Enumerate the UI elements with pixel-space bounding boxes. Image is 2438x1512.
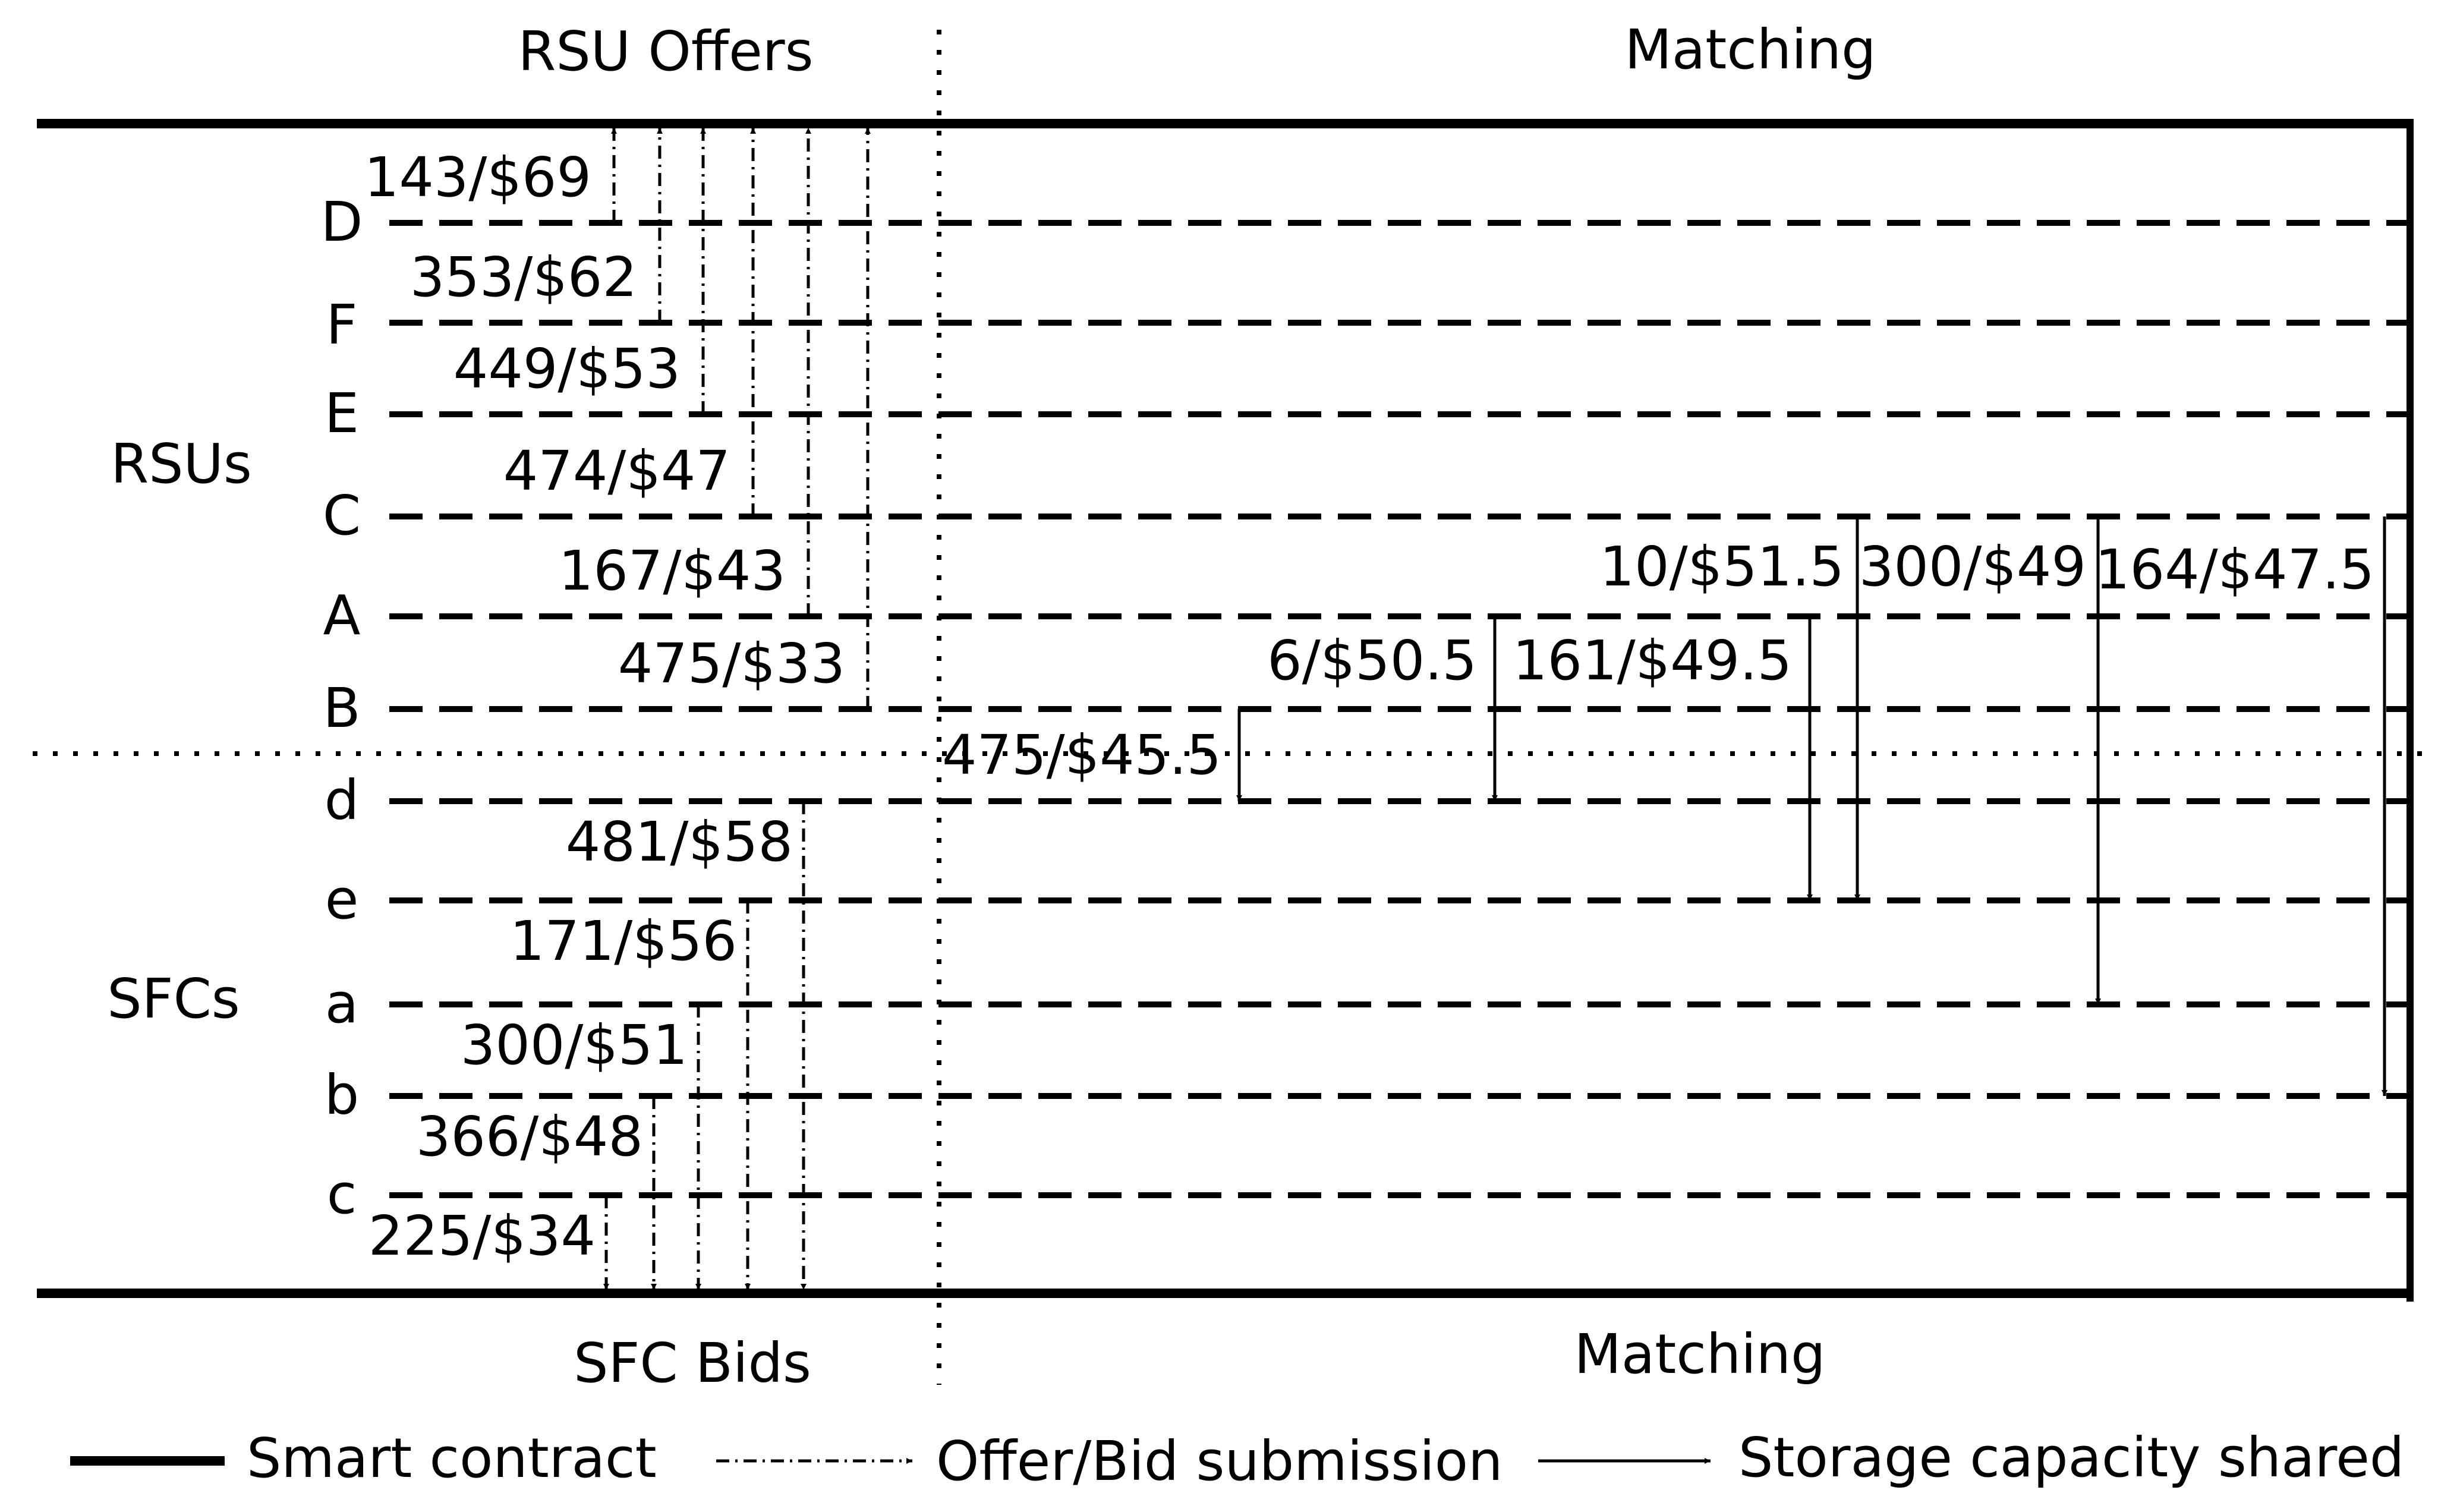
header-matching-bottom: Matching: [1574, 1322, 1826, 1386]
sfc-bid-arrows: 225/$34 366/$48 300/$51 171/$56 481/$58: [368, 801, 807, 1290]
match-label-A-e: 161/$49.5: [1513, 629, 1792, 692]
header-rsu-offers: RSU Offers: [518, 20, 813, 83]
row-label-C: C: [323, 484, 361, 547]
row-label-A: A: [323, 584, 361, 647]
legend-offer-bid-label: Offer/Bid submission: [936, 1429, 1503, 1493]
row-label-a: a: [325, 972, 358, 1035]
bid-label-b: 366/$48: [416, 1105, 643, 1168]
match-label-B-d: 475/$45.5: [942, 723, 1221, 787]
bid-label-e: 171/$56: [510, 909, 737, 973]
legend: Smart contract Offer/Bid submission Stor…: [70, 1426, 2404, 1493]
bid-label-a: 300/$51: [461, 1013, 688, 1077]
bid-label-c: 225/$34: [368, 1204, 596, 1268]
group-label-sfcs: SFCs: [107, 967, 240, 1031]
row-label-B: B: [323, 676, 360, 740]
match-label-C-a: 300/$49: [1859, 535, 2086, 598]
offer-label-F: 353/$62: [410, 245, 637, 309]
legend-storage-label: Storage capacity shared: [1738, 1426, 2404, 1489]
row-label-c: c: [327, 1163, 357, 1226]
bid-label-d: 481/$58: [566, 810, 793, 874]
match-label-A-d: 6/$50.5: [1267, 629, 1477, 692]
header-sfc-bids: SFC Bids: [574, 1331, 811, 1395]
row-label-E: E: [325, 382, 359, 445]
offer-label-B: 475/$33: [618, 632, 845, 695]
group-label-rsus: RSUs: [111, 432, 252, 496]
header-matching-top: Matching: [1625, 18, 1876, 81]
offer-label-C: 474/$47: [503, 439, 730, 503]
offer-label-A: 167/$43: [559, 539, 786, 603]
row-label-F: F: [326, 293, 358, 357]
row-label-D: D: [321, 190, 363, 254]
match-label-C-e: 10/$51.5: [1600, 535, 1844, 598]
legend-smart-contract-label: Smart contract: [247, 1426, 657, 1490]
rsu-offer-arrows: 143/$69 353/$62 449/$53 474/$47 167/$43 475/$…: [364, 128, 871, 709]
row-label-d: d: [325, 768, 359, 832]
row-label-e: e: [325, 868, 359, 931]
row-label-b: b: [325, 1063, 359, 1127]
match-label-C-b: 164/$47.5: [2095, 538, 2374, 601]
offer-label-D: 143/$69: [364, 146, 591, 209]
offer-label-E: 449/$53: [453, 337, 681, 401]
